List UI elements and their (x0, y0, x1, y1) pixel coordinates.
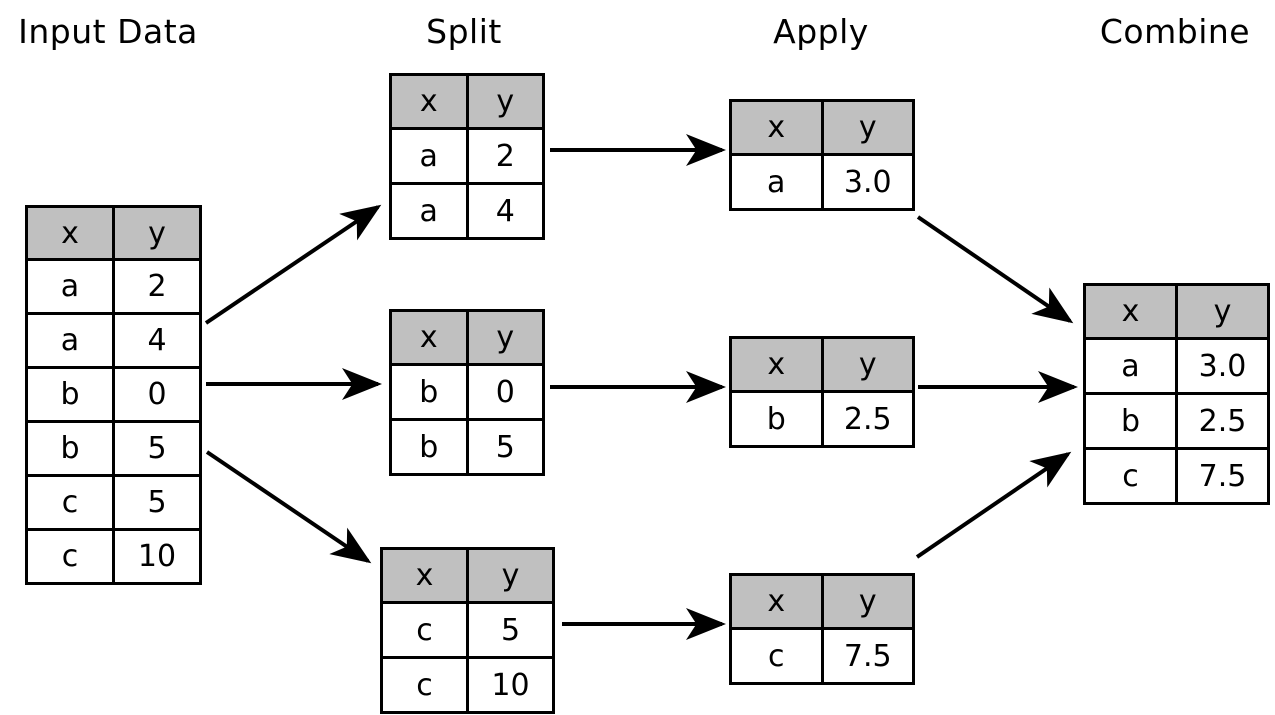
table-cell: 2.5 (1175, 392, 1270, 450)
column-header-x: x (1083, 283, 1178, 340)
column-header-y: y (465, 73, 545, 130)
column-header-x: x (729, 99, 824, 156)
table-cell: 10 (466, 656, 555, 714)
column-heading-input-data: Input Data (18, 12, 198, 51)
table-cell: 7.5 (1175, 447, 1270, 505)
table-cell: a (1083, 337, 1178, 395)
table-cell: 4 (465, 182, 545, 240)
arrow-input-to-split-c (205, 450, 372, 564)
column-header-y: y (820, 336, 915, 393)
table-cell: 5 (466, 601, 555, 659)
arrow-apply-a-to-combine (916, 215, 1074, 324)
column-heading-apply: Apply (773, 12, 869, 51)
table-cell: b (729, 390, 824, 448)
column-header-x: x (389, 309, 469, 366)
table-cell: b (25, 420, 115, 477)
table-cell: 5 (465, 418, 545, 476)
column-header-y: y (112, 205, 202, 261)
column-header-x: x (729, 336, 824, 393)
column-header-y: y (820, 99, 915, 156)
column-header-x: x (25, 205, 115, 261)
column-header-y: y (1175, 283, 1270, 340)
table-cell: b (25, 366, 115, 423)
table-cell: c (729, 627, 824, 685)
table-cell: a (389, 182, 469, 240)
column-header-x: x (389, 73, 469, 130)
table-cell: c (25, 528, 115, 585)
arrow-apply-c-to-combine (915, 451, 1072, 559)
table-cell: c (1083, 447, 1178, 505)
table-cell: 2 (112, 258, 202, 315)
column-heading-combine: Combine (1099, 12, 1251, 51)
table-cell: a (25, 312, 115, 369)
table-cell: 3.0 (820, 153, 915, 211)
table-cell: 3.0 (1175, 337, 1270, 395)
table-cell: a (729, 153, 824, 211)
column-header-y: y (466, 547, 555, 604)
table-cell: c (380, 656, 469, 714)
table-cell: c (380, 601, 469, 659)
table-cell: 4 (112, 312, 202, 369)
table-cell: 0 (465, 363, 545, 421)
column-header-x: x (729, 573, 824, 630)
table-cell: b (1083, 392, 1178, 450)
table-cell: 7.5 (820, 627, 915, 685)
column-heading-split: Split (426, 12, 502, 51)
table-cell: 2 (465, 127, 545, 185)
table-cell: 0 (112, 366, 202, 423)
arrow-input-to-split-a (204, 204, 382, 325)
table-cell: 5 (112, 420, 202, 477)
column-header-y: y (820, 573, 915, 630)
table-cell: a (389, 127, 469, 185)
table-cell: b (389, 363, 469, 421)
table-cell: 2.5 (820, 390, 915, 448)
table-cell: a (25, 258, 115, 315)
table-cell: 10 (112, 528, 202, 585)
table-cell: c (25, 474, 115, 531)
table-cell: 5 (112, 474, 202, 531)
table-cell: b (389, 418, 469, 476)
column-header-x: x (380, 547, 469, 604)
column-header-y: y (465, 309, 545, 366)
